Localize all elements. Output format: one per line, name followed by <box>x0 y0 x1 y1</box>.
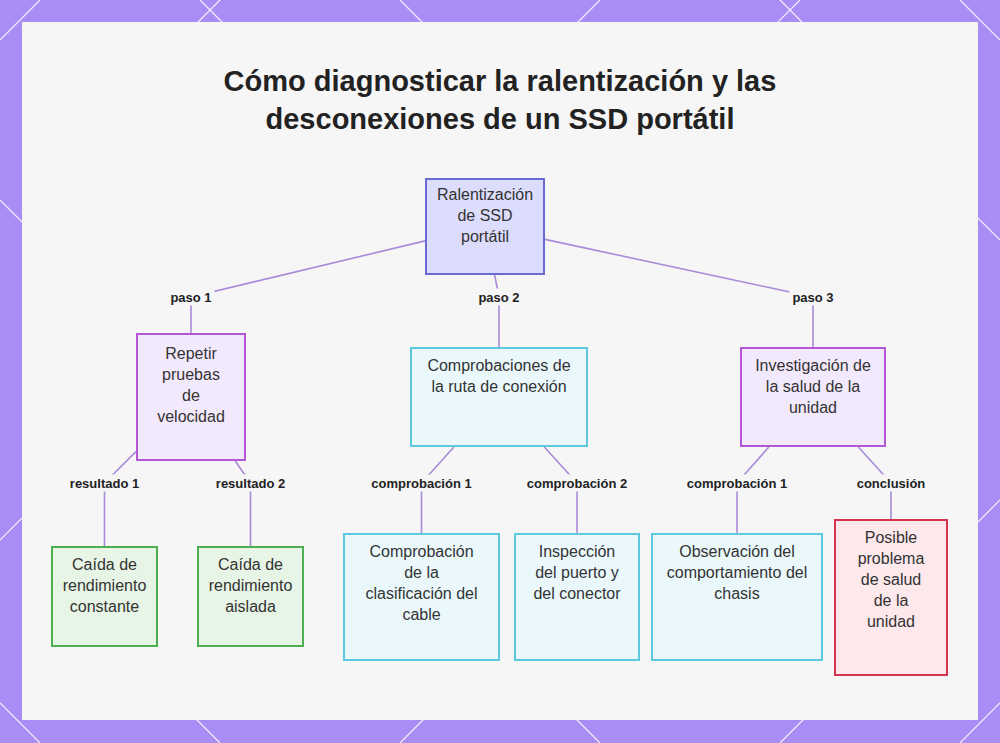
node-label: Observación del comportamiento del chasi… <box>663 541 811 604</box>
check-box: Inspección del puerto y del conector <box>514 533 640 661</box>
result-box: Caída de rendimiento constante <box>51 546 158 647</box>
step-box: Investigación de la salud de la unidad <box>740 347 886 447</box>
edge-label: resultado 1 <box>67 475 142 492</box>
check-box: Comprobación de la clasificación del cab… <box>343 533 500 661</box>
edge-label: paso 2 <box>475 289 522 306</box>
node-label: Comprobaciones de la ruta de conexión <box>424 355 574 397</box>
node-label: Caída de rendimiento constante <box>59 554 150 617</box>
edge-label: paso 3 <box>789 289 836 306</box>
root-box: Ralentización de SSD portátil <box>425 178 545 275</box>
connector-line <box>191 241 425 333</box>
step-box: Repetir pruebas de velocidad <box>136 333 246 461</box>
step-box: Comprobaciones de la ruta de conexión <box>410 347 588 447</box>
conclusion-box: Posible problema de salud de la unidad <box>834 519 948 676</box>
node-label: Repetir pruebas de velocidad <box>152 343 230 427</box>
result-box: Caída de rendimiento aislada <box>197 546 304 647</box>
connector-line <box>495 275 499 347</box>
node-label: Caída de rendimiento aislada <box>205 554 296 617</box>
edge-label: comprobación 1 <box>684 475 790 492</box>
edge-label: conclusión <box>854 475 929 492</box>
edge-label: comprobación 1 <box>368 475 474 492</box>
diagram-title: Cómo diagnosticar la ralentización y las… <box>180 62 820 138</box>
edge-label: paso 1 <box>167 289 214 306</box>
connector-line <box>545 239 813 347</box>
node-label: Investigación de la salud de la unidad <box>754 355 872 418</box>
node-label: Comprobación de la clasificación del cab… <box>363 541 480 625</box>
content-panel <box>22 22 978 720</box>
edge-label: resultado 2 <box>213 475 288 492</box>
node-label: Inspección del puerto y del conector <box>532 541 622 604</box>
node-label: Posible problema de salud de la unidad <box>850 527 932 632</box>
check-box: Observación del comportamiento del chasi… <box>651 533 823 661</box>
edge-label: comprobación 2 <box>524 475 630 492</box>
node-label: Ralentización de SSD portátil <box>433 184 537 247</box>
connector-line <box>105 452 137 546</box>
